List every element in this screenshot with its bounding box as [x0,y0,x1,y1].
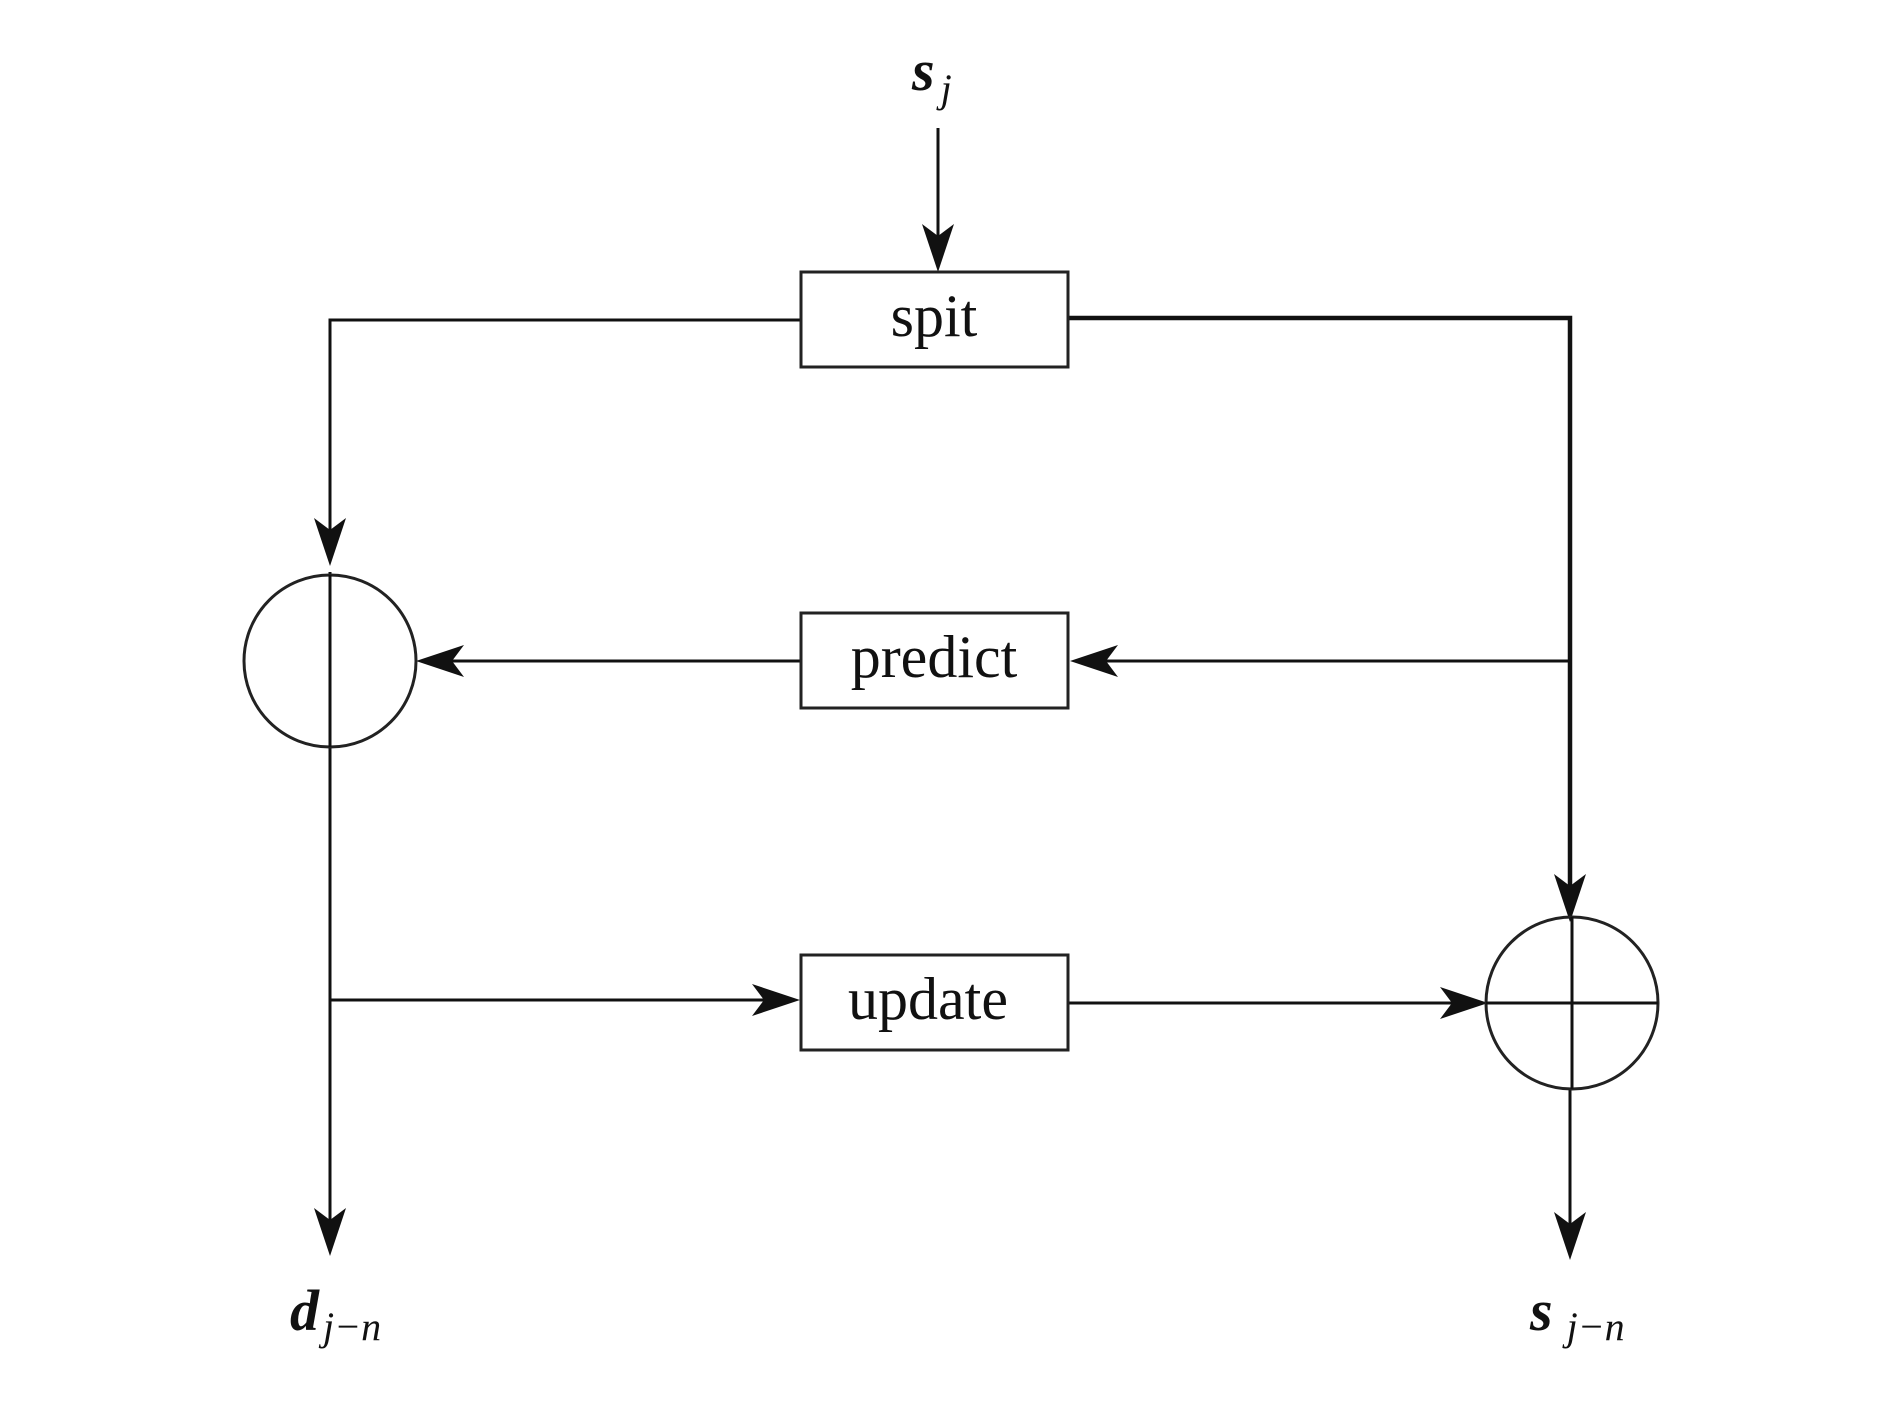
update-label: update [848,966,1008,1032]
arrowheads [314,224,1586,1260]
detail-symbol: d [290,1278,320,1343]
split-box [799,270,1070,369]
arrowhead-predict-input [1070,645,1118,677]
predict-block: predict [799,611,1070,710]
arrowhead-subtract-input [314,518,346,566]
split-label: spit [891,283,978,349]
predict-box [799,611,1070,710]
input-subscript: j [936,66,952,111]
input-symbol: s [911,38,935,103]
update-box [799,953,1070,1052]
arrowhead-update-output [1440,987,1488,1019]
arrowhead-approx-output [1554,1212,1586,1260]
subtract-node [242,573,418,749]
predict-label: predict [851,624,1018,690]
arrowhead-detail-output [314,1208,346,1256]
approx-symbol: s [1529,1278,1553,1343]
approx-subscript: j−n [1562,1304,1625,1349]
add-node [1484,915,1660,1091]
split-block: spit [799,270,1070,369]
arrowhead-add-input [1554,874,1586,922]
arrowhead-predict-output [416,645,464,677]
split-right-wire [1068,315,1573,888]
split-left-wire [328,318,801,530]
arrowhead-split-input [922,224,954,272]
update-block: update [799,953,1070,1052]
arrowhead-update-input [752,984,800,1016]
detail-subscript: j−n [318,1304,381,1349]
